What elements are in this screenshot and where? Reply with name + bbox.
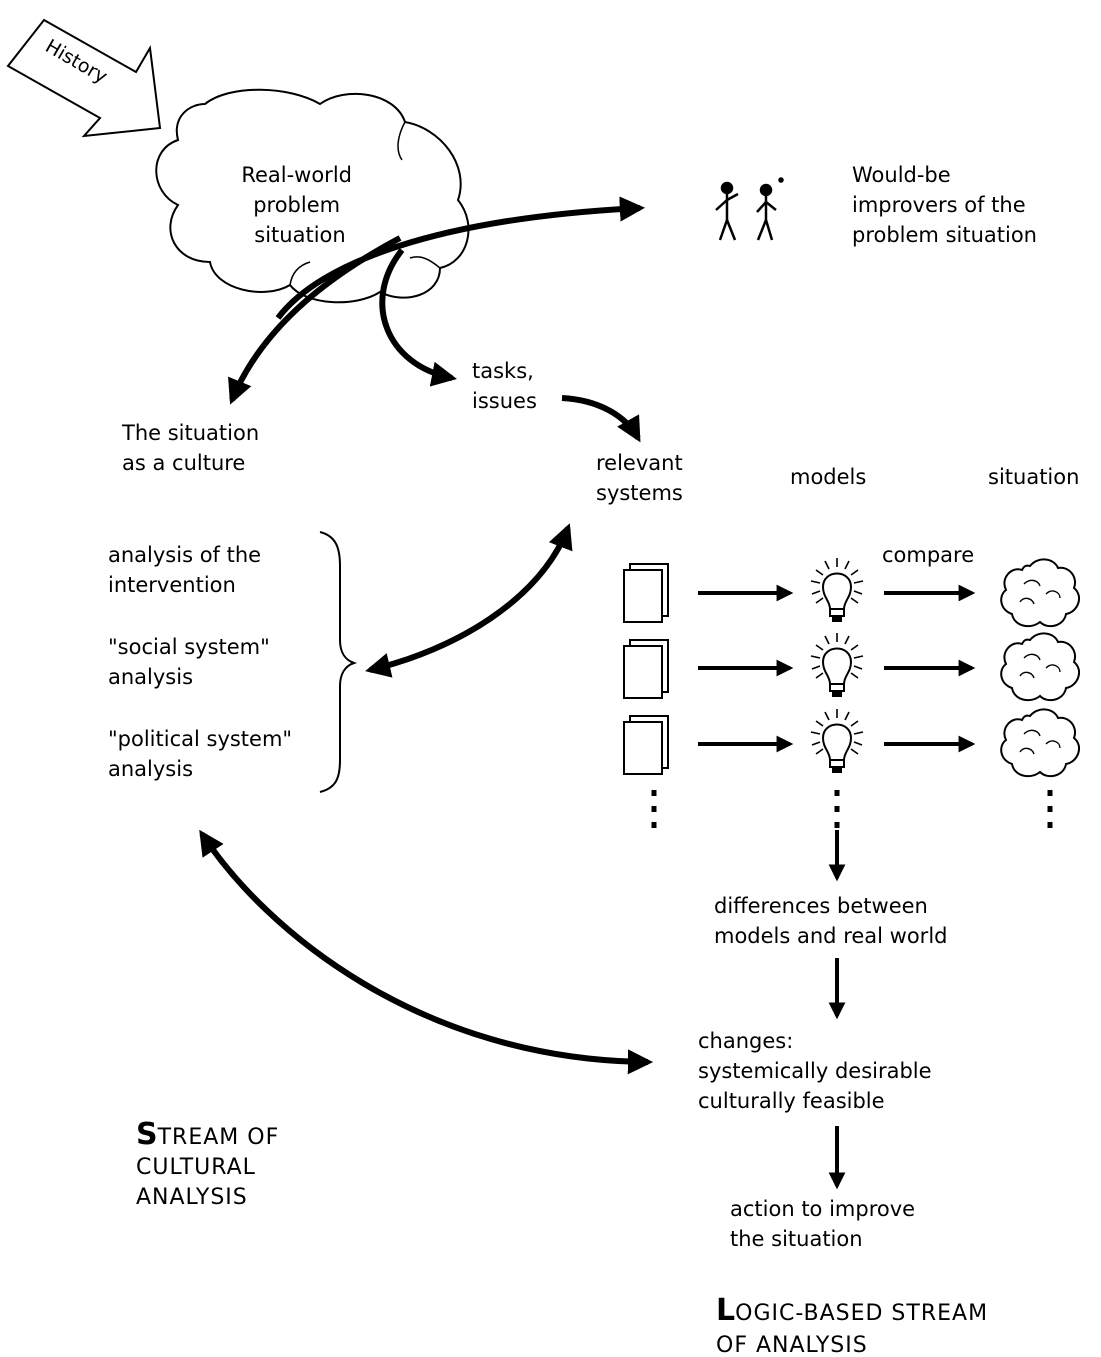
continuation-dots-icon (1047, 790, 1053, 828)
cultural-stream-line-1: TREAM OF (157, 1125, 280, 1150)
improvers-label: Would-be improvers of the problem situat… (852, 163, 1037, 247)
analysis-intervention-line-2: intervention (108, 573, 236, 597)
changes-line-3: culturally feasible (698, 1089, 885, 1113)
political-system-line-1: "political system" (108, 727, 292, 751)
culture-label-line-2: as a culture (122, 451, 245, 475)
comparison-row-2 (623, 632, 1081, 702)
social-system-line-1: "social system" (108, 635, 270, 659)
logic-stream-title: LOGIC-BASED STREAM OF ANALYSIS (716, 1293, 993, 1357)
arrow-to-improvers (275, 196, 646, 320)
improvers-label-line-1: Would-be (852, 163, 951, 187)
document-icon (623, 563, 669, 623)
logic-stream-initial: L (716, 1293, 735, 1328)
differences-line-2: models and real world (714, 924, 947, 948)
comparison-row-3 (623, 708, 1081, 778)
culture-label: The situation as a culture (121, 421, 266, 475)
cultural-stream-line-3: ANALYSIS (136, 1185, 248, 1210)
tasks-label: tasks, issues (472, 359, 541, 413)
logic-stream-line-1: OGIC-BASED STREAM (735, 1301, 988, 1326)
changes-line-2: systemically desirable (698, 1059, 932, 1083)
continuation-dots-icon (834, 790, 840, 828)
social-system-label: "social system" analysis (108, 635, 276, 689)
social-system-line-2: analysis (108, 665, 193, 689)
political-system-line-2: analysis (108, 757, 193, 781)
situation-cloud-icon (1000, 558, 1081, 628)
logic-stream-line-2: OF ANALYSIS (716, 1333, 868, 1357)
tasks-label-line-1: tasks, (472, 359, 534, 383)
lightbulb-icon (810, 708, 864, 774)
lightbulb-icon (810, 557, 864, 623)
analysis-intervention-label: analysis of the intervention (108, 543, 268, 597)
analysis-intervention-line-1: analysis of the (108, 543, 261, 567)
cloud-label-line-2: problem (253, 193, 340, 217)
situation-cloud-icon (1000, 632, 1081, 702)
changes-line-1: changes: (698, 1029, 793, 1053)
relevant-systems-line-1: relevant (596, 451, 683, 475)
political-system-label: "political system" analysis (108, 727, 299, 781)
arrow-tasks-to-systems (561, 395, 641, 443)
differences-line-1: differences between (714, 894, 928, 918)
improvers-figures-icon (715, 177, 784, 241)
cloud-label-line-3: situation (254, 223, 345, 247)
cultural-stream-line-2: CULTURAL (136, 1155, 256, 1180)
document-icon (623, 715, 669, 775)
lightbulb-icon (810, 632, 864, 698)
history-arrow (6, 18, 162, 138)
continuation-dots-icon (651, 790, 657, 828)
cultural-stream-title: STREAM OF CULTURAL ANALYSIS (136, 1117, 284, 1210)
action-line-2: the situation (730, 1227, 863, 1251)
tasks-label-line-2: issues (472, 389, 537, 413)
improvers-label-line-3: problem situation (852, 223, 1037, 247)
situation-cloud-icon (1000, 708, 1081, 778)
arrow-systems-analysis (365, 523, 573, 678)
cloud-label-line-1: Real-world (241, 163, 352, 187)
action-label: action to improve the situation (730, 1197, 922, 1251)
arrow-to-culture (228, 235, 402, 405)
improvers-label-line-2: improvers of the (852, 193, 1026, 217)
changes-label: changes: systemically desirable cultural… (698, 1029, 938, 1113)
analysis-brace (319, 531, 358, 793)
cultural-stream-initial: S (136, 1117, 158, 1152)
situation-header: situation (988, 465, 1079, 489)
action-line-1: action to improve (730, 1197, 915, 1221)
models-header: models (790, 465, 866, 489)
relevant-systems-label: relevant systems (596, 451, 689, 505)
relevant-systems-line-2: systems (596, 481, 683, 505)
compare-label: compare (882, 543, 974, 567)
arrow-to-tasks (379, 248, 457, 387)
cloud-label: Real-world problem situation (241, 163, 358, 247)
culture-label-line-1: The situation (121, 421, 259, 445)
document-icon (623, 639, 669, 699)
comparison-row-1 (623, 557, 1081, 628)
arrow-culture-changes (199, 829, 654, 1075)
differences-label: differences between models and real worl… (714, 894, 947, 948)
